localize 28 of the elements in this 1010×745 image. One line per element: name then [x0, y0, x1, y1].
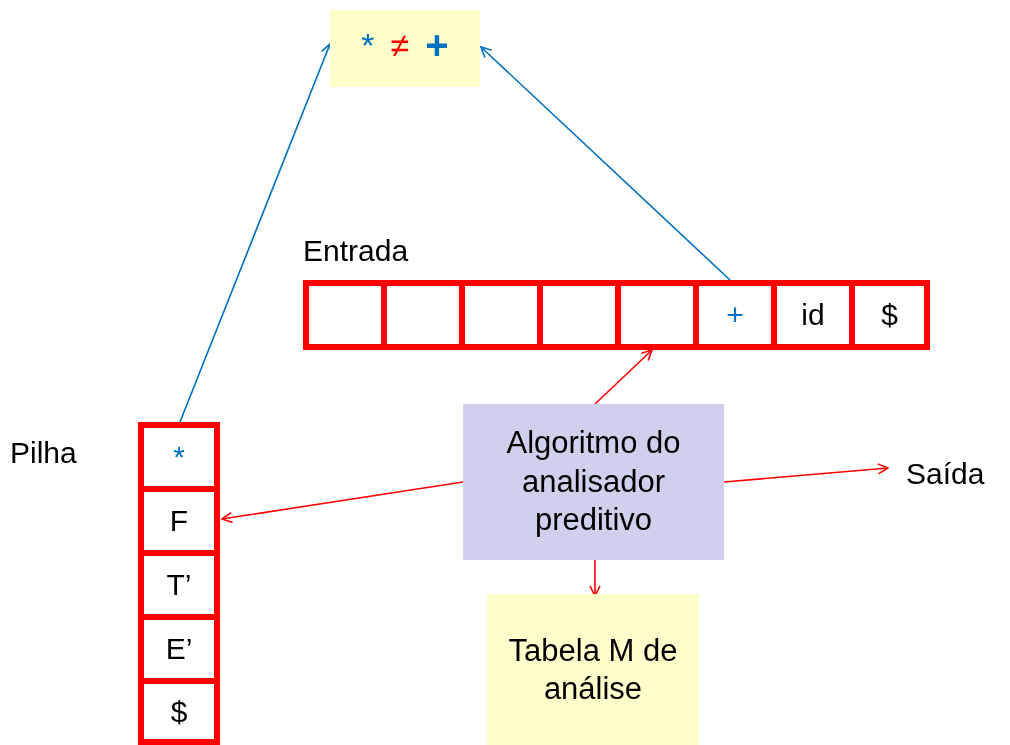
- input-cell: [303, 280, 381, 350]
- input-cell: [615, 280, 693, 350]
- comparison-symbol: *: [361, 27, 375, 62]
- arrow: [723, 463, 889, 483]
- input-label: Entrada: [303, 236, 409, 266]
- input-cell: id: [771, 280, 849, 350]
- arrow: [480, 46, 731, 281]
- arrow: [589, 559, 601, 597]
- stack-cell: *: [138, 422, 220, 486]
- arrow: [594, 349, 653, 405]
- stack-cell: $: [138, 678, 220, 745]
- comparison-symbol: +: [425, 24, 449, 65]
- arrow: [179, 43, 332, 423]
- input-cell: +: [693, 280, 771, 350]
- table-box: Tabela M de análise: [487, 594, 699, 745]
- arrow: [221, 481, 464, 524]
- stack-cell: T’: [138, 550, 220, 614]
- process-box: Algoritmo do analisador preditivo: [463, 404, 724, 560]
- output-label: Saída: [906, 459, 985, 489]
- comparison-symbol: ≠: [390, 27, 410, 62]
- stack-label: Pilha: [10, 438, 77, 468]
- stack-cell: F: [138, 486, 220, 550]
- input-cell: [381, 280, 459, 350]
- comparison-box: [330, 10, 480, 87]
- stack-cell: E’: [138, 614, 220, 678]
- input-cell: [459, 280, 537, 350]
- input-cell: [537, 280, 615, 350]
- input-cell: $: [849, 280, 930, 350]
